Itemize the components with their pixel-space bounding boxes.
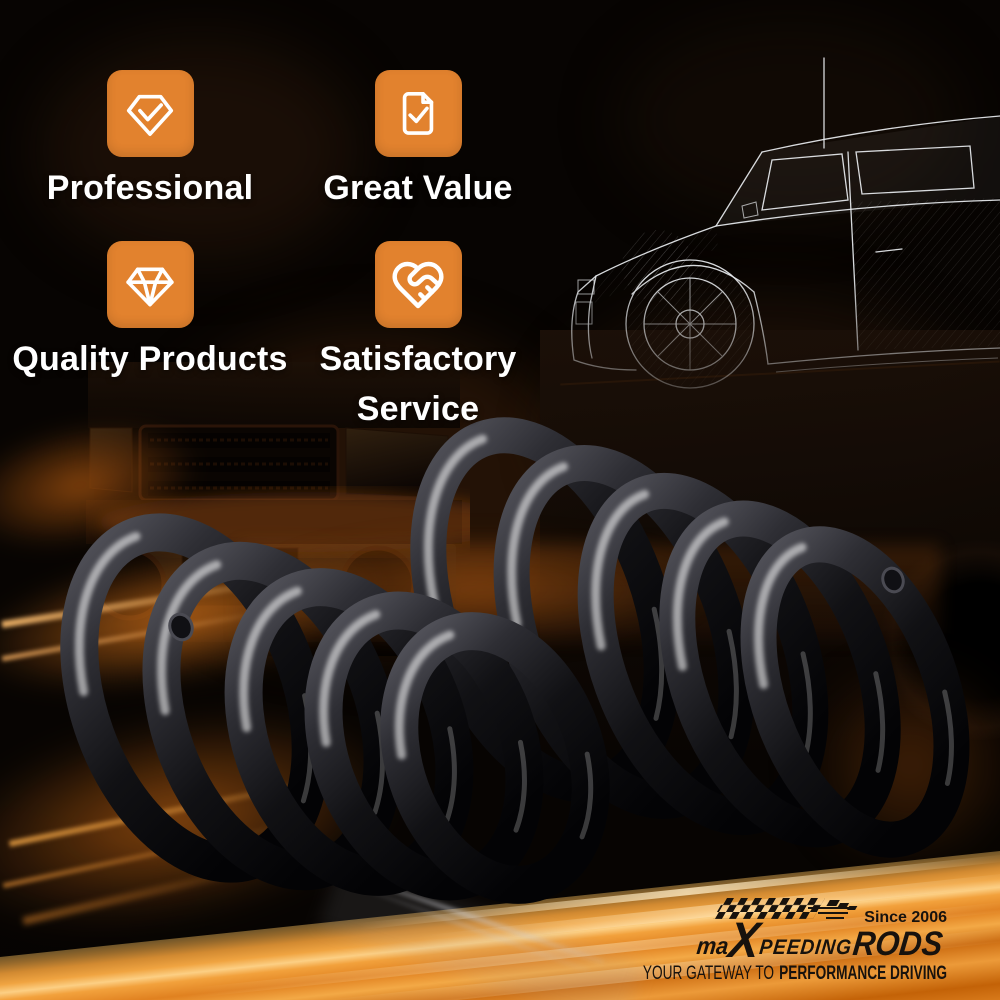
rocker-line (767, 347, 1000, 365)
stripe-sheen (358, 853, 1000, 931)
step-bar (775, 357, 999, 373)
tagline-regular: YOUR GATEWAY TO (643, 962, 774, 984)
rear-window (855, 145, 975, 195)
feature-badge (374, 241, 462, 328)
front-face (587, 275, 597, 359)
feature-great-value: Great Value (278, 70, 558, 213)
background-glow (620, 20, 960, 220)
checkered-flag (712, 898, 858, 919)
side-mirror (741, 201, 759, 219)
feature-label: Great Value (323, 169, 513, 207)
heart-handshake-icon (392, 261, 444, 308)
cab-panel (716, 116, 1000, 226)
feature-label: Professional (46, 169, 254, 207)
fender-line (753, 291, 769, 365)
wheel-mesh (628, 262, 752, 386)
logo-ma: ma (695, 932, 730, 959)
tagline-bold: PERFORMANCE DRIVING (779, 962, 947, 984)
feature-satisfactory-service: Satisfactory Service (276, 241, 560, 434)
stripe-gradient (0, 838, 1000, 1000)
logo-rods: RODS (851, 924, 945, 963)
stripe-sheen (184, 900, 1000, 999)
feature-badge (106, 241, 194, 328)
gem-check-icon (126, 94, 174, 136)
spring-wire-end (168, 612, 194, 642)
door-mesh (850, 198, 1000, 350)
diamond-icon (126, 267, 174, 306)
document-check-icon (402, 91, 434, 135)
front-bumper (571, 275, 637, 371)
feature-quality-products: Quality Products (8, 241, 292, 384)
spring-wire-end (881, 566, 905, 594)
grille-detail (575, 301, 593, 325)
wireframe-truck-illustration (571, 57, 1000, 389)
roof-line (761, 115, 1000, 153)
background-glow (40, 40, 360, 260)
stripe-sheen (306, 926, 1000, 1000)
feature-professional: Professional (10, 70, 290, 213)
brand-logo: Since 2006 maXPEEDINGRODS YOUR GATEWAY T… (643, 898, 947, 984)
logo-x: X (723, 913, 765, 968)
feature-label: Quality Products (12, 340, 288, 378)
feature-badge (374, 70, 462, 157)
front-window (761, 153, 849, 211)
feature-label: Satisfactory Service (319, 340, 517, 428)
front-coil-spring (60, 513, 610, 904)
logo-peeding: PEEDING (758, 936, 853, 959)
a-pillar (715, 151, 763, 227)
bottom-stripe-band (0, 838, 1000, 1000)
feature-badge (106, 70, 194, 157)
since-label: Since 2006 (864, 909, 947, 926)
grille-detail (577, 279, 595, 295)
